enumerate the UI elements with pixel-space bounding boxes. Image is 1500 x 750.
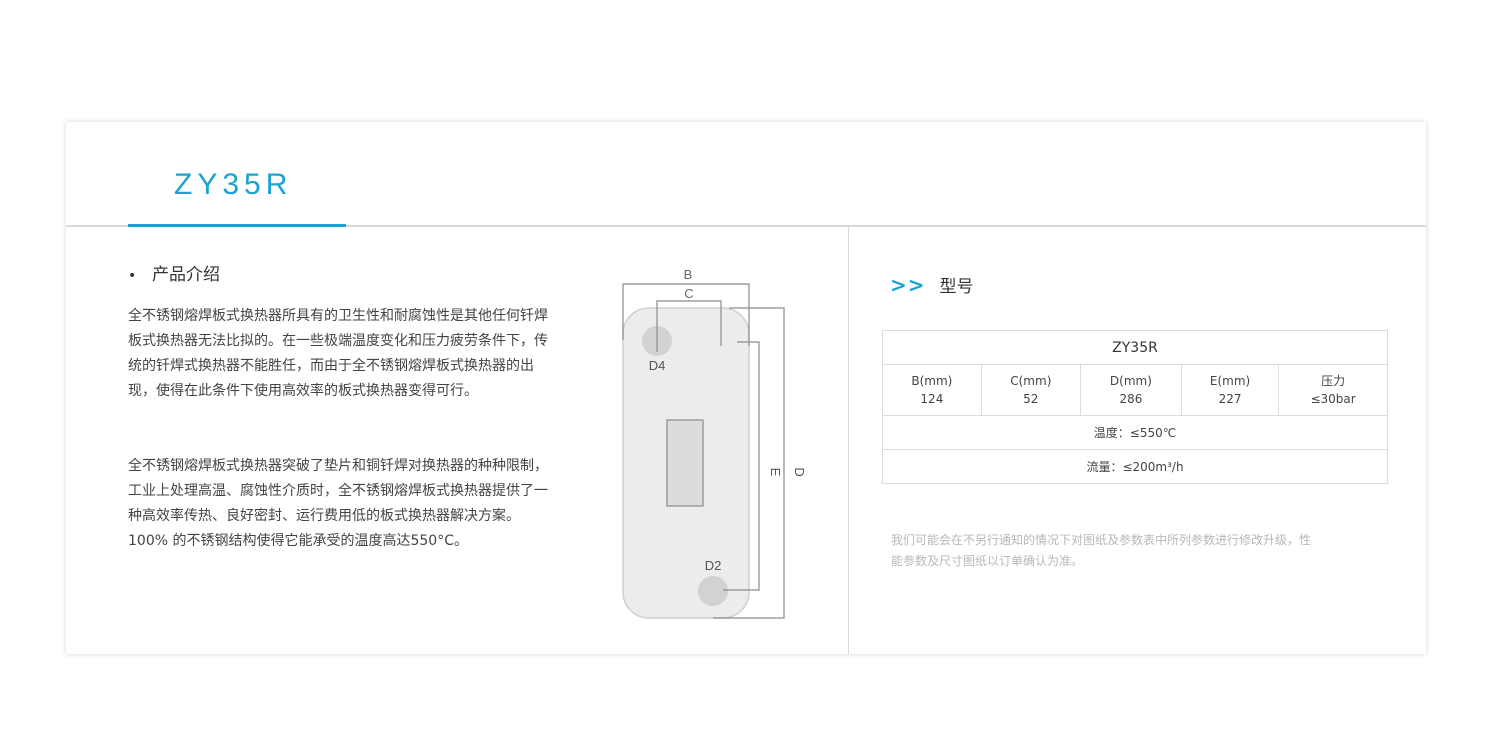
product-title: ZY35R (174, 168, 293, 201)
spec-table: ZY35R B(mm) 124 C(mm) 52 D(mm) 286 E(mm) 227… (882, 330, 1388, 484)
spec-header-pressure: 压力 (1321, 374, 1346, 388)
dimension-lines (622, 283, 785, 619)
intro-heading: • 产品介绍 (128, 260, 220, 285)
spec-value-pressure: ≤30bar (1310, 392, 1356, 406)
product-card: ZY35R • 产品介绍 全不锈钢熔焊板式换热器所具有的卫生性和耐腐蚀性是其他任何… (66, 122, 1426, 654)
label-b: B (684, 267, 693, 282)
spec-temperature-row: 温度：≤550℃ (882, 415, 1388, 450)
label-c: C (684, 286, 693, 301)
dimension-b-line (622, 283, 750, 346)
spec-header-c: C(mm) (1010, 374, 1052, 388)
title-divider (66, 225, 1426, 227)
spec-cell-c: C(mm) 52 (980, 364, 1081, 416)
center-plate-slot (666, 419, 704, 507)
dimension-d-line (713, 307, 785, 619)
dimension-diagram: B C D4 D2 E D (599, 260, 819, 630)
spec-header-b: B(mm) (911, 374, 953, 388)
spec-value-e: 227 (1218, 392, 1242, 406)
spec-title-cell: ZY35R (882, 330, 1388, 365)
model-heading: >> 型号 (890, 272, 974, 297)
intro-heading-label: 产品介绍 (152, 265, 220, 285)
label-e: E (768, 468, 783, 477)
spec-cell-e: E(mm) 227 (1180, 364, 1280, 416)
spec-cell-b: B(mm) 124 (882, 364, 982, 416)
label-d2: D2 (705, 558, 722, 573)
disclaimer-text: 我们可能会在不另行通知的情况下对图纸及参数表中所列参数进行修改升级，性能参数及尺… (891, 533, 1312, 568)
dimension-e-line (723, 341, 760, 591)
intro-paragraph-1: 全不锈钢熔焊板式换热器所具有的卫生性和耐腐蚀性是其他任何钎焊板式换热器无法比拟的… (128, 308, 548, 399)
double-chevron-icon: >> (890, 273, 926, 297)
model-heading-label: 型号 (939, 277, 974, 297)
bullet-icon: • (128, 268, 137, 284)
spec-value-c: 52 (1023, 392, 1039, 406)
spec-title-row: ZY35R (882, 330, 1388, 365)
spec-header-d: D(mm) (1109, 374, 1152, 388)
label-d: D (792, 467, 807, 476)
spec-flow-row: 流量：≤200m³/h (882, 449, 1388, 484)
spec-value-b: 124 (920, 392, 944, 406)
spec-value-d: 286 (1119, 392, 1143, 406)
spec-flow-cell: 流量：≤200m³/h (882, 449, 1388, 484)
spec-cell-d: D(mm) 286 (1079, 364, 1182, 416)
spec-dimensions-row: B(mm) 124 C(mm) 52 D(mm) 286 E(mm) 227 压力 ≤30… (882, 364, 1388, 416)
column-divider (848, 226, 849, 654)
title-accent-bar (128, 224, 346, 227)
port-d2 (698, 576, 728, 606)
spec-cell-pressure: 压力 ≤30bar (1278, 364, 1388, 416)
spec-header-e: E(mm) (1209, 374, 1251, 388)
label-d4: D4 (649, 358, 666, 373)
dimension-c-line (656, 300, 722, 352)
intro-paragraph-2: 全不锈钢熔焊板式换热器突破了垫片和铜钎焊对换热器的种种限制，工业上处理高温、腐蚀… (128, 458, 548, 549)
spec-temperature-cell: 温度：≤550℃ (882, 415, 1388, 450)
